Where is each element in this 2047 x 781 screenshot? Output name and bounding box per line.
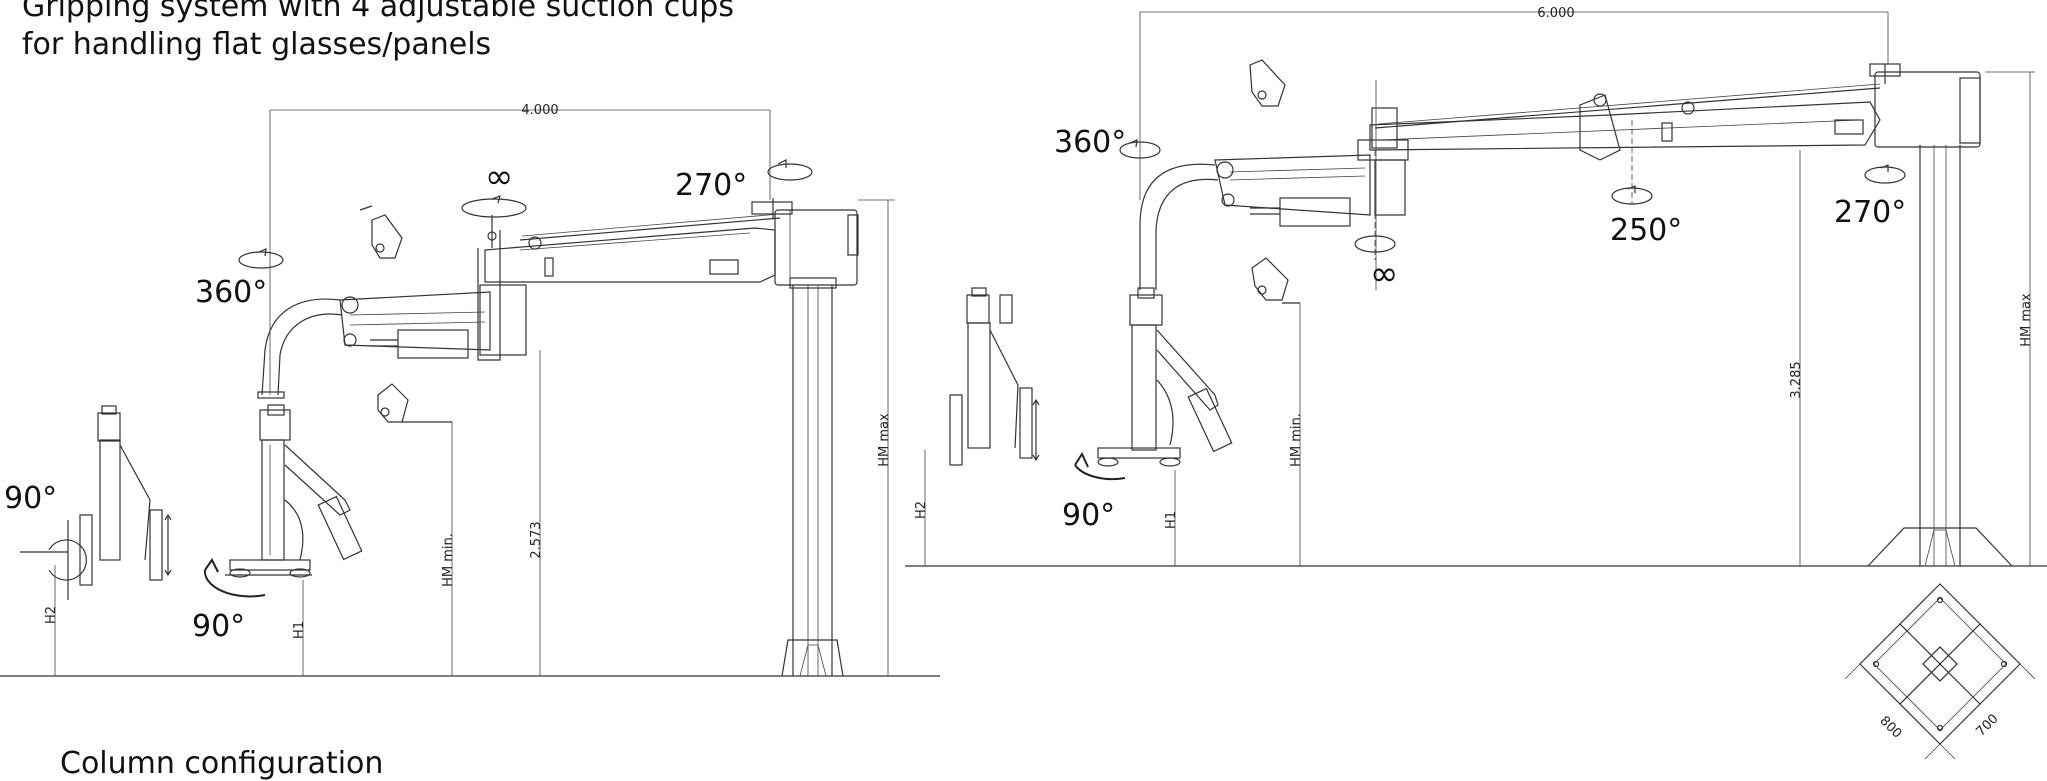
right-gripper-center (1097, 287, 1233, 467)
left-gripper-center (225, 404, 363, 578)
right-angle-250: 250° (1610, 213, 1682, 248)
right-column-head (1869, 63, 1981, 148)
left-label-hm-min: HM min. (441, 533, 456, 587)
right-angle-infinite: ∞ (1370, 254, 1398, 294)
left-angle-infinite: ∞ (485, 157, 513, 197)
right-column (1867, 145, 2013, 567)
right-angle-270: 270° (1834, 195, 1906, 230)
left-arm-assembly (257, 213, 781, 399)
left-angle-270: 270° (675, 168, 747, 203)
left-gripper-side (67, 405, 172, 600)
right-height-dimension: 3.285 (1789, 361, 1804, 398)
technical-drawing: 4.000 2.573 270° ∞ 360° 90° 90° HM min. … (0, 6, 2047, 759)
left-column-head (751, 198, 859, 286)
left-detail-sketch-upper (359, 205, 403, 259)
diagram-title: Gripping system with 4 adjustable suctio… (22, 0, 734, 64)
right-rotation-symbols (1074, 120, 1906, 481)
left-label-h2: H2 (44, 606, 59, 624)
left-reach-dimension: 4.000 (521, 103, 558, 118)
right-gripper-side (949, 287, 1040, 466)
left-rotation-symbols (20, 159, 813, 598)
right-detail-sketch-upper (1249, 59, 1286, 107)
left-angle-90-side: 90° (4, 481, 57, 516)
suction-plate-plan-view: 800 700 (1844, 583, 2036, 759)
right-angle-90: 90° (1062, 498, 1115, 533)
left-label-hm-max: HM max (877, 413, 892, 467)
right-reach-dimension: 6.000 (1537, 6, 1574, 21)
left-angle-360: 360° (195, 275, 267, 310)
right-label-h2: H2 (914, 501, 929, 519)
left-column (781, 277, 844, 677)
right-label-hm-min: HM min. (1289, 413, 1304, 467)
right-detail-sketch-lower (1251, 257, 1300, 304)
right-label-hm-max: HM max (2019, 293, 2034, 347)
right-crane-view: 6.000 3.285 360° 250° 270° ∞ 90° HM min.… (905, 6, 2047, 567)
left-angle-90-bottom: 90° (192, 609, 245, 644)
right-arm-assembly (1139, 80, 1881, 290)
left-detail-sketch-lower (377, 383, 452, 423)
plan-dimension-700: 700 (1973, 711, 2001, 739)
right-label-h1: H1 (1164, 511, 1179, 529)
left-height-dimension: 2.573 (529, 521, 544, 558)
title-line-1: Gripping system with 4 adjustable suctio… (22, 0, 734, 24)
plan-dimension-800: 800 (1876, 713, 1904, 741)
title-line-2: for handling flat glasses/panels (22, 27, 492, 62)
left-crane-view: 4.000 2.573 270° ∞ 360° 90° 90° HM min. … (0, 103, 940, 677)
right-dimensions (924, 11, 2035, 566)
left-dimensions (54, 109, 895, 676)
left-label-h1: H1 (292, 621, 307, 639)
footer-caption: Column configuration (60, 746, 384, 781)
right-angle-360: 360° (1054, 125, 1126, 160)
